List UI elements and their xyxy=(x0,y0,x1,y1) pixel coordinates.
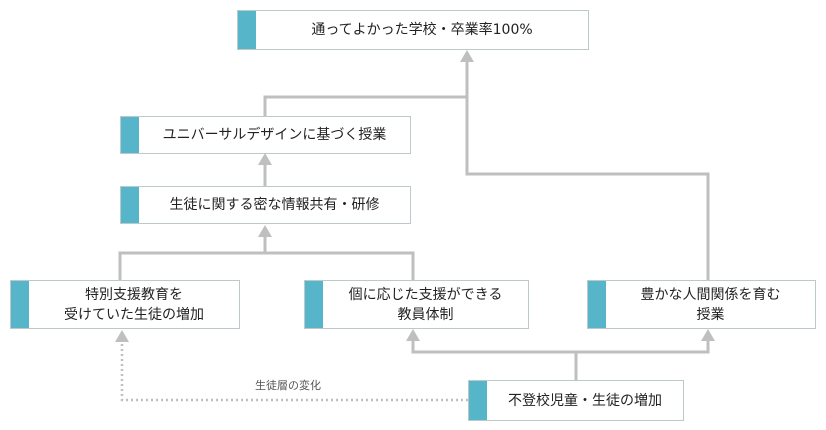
arrowhead-universal xyxy=(258,153,272,165)
connector-truancy-up xyxy=(411,338,710,380)
node-teacher-system-label: 個に応じた支援ができる 教員体制 xyxy=(348,286,503,323)
node-special-support-label: 特別支援教育を 受けていた生徒の増加 xyxy=(64,286,204,323)
node-goal-label: 通ってよかった学校・卒業率100% xyxy=(311,22,533,38)
node-accent xyxy=(121,187,139,223)
connector-lessons-to-top xyxy=(465,97,710,280)
node-accent xyxy=(588,281,606,328)
node-relationship-lessons: 豊かな人間関係を育む 授業 xyxy=(587,280,816,329)
arrowhead-lessons xyxy=(701,329,715,341)
connector-dotted-change xyxy=(120,340,468,402)
arrowhead-sharing xyxy=(258,225,272,237)
node-accent xyxy=(238,11,256,49)
connector-universal-to-top xyxy=(263,62,469,116)
node-teacher-system: 個に応じた支援ができる 教員体制 xyxy=(304,280,529,329)
connector-bottom-to-sharing xyxy=(118,235,415,280)
node-accent xyxy=(305,281,323,328)
node-info-sharing-label: 生徒に関する密な情報共有・研修 xyxy=(169,197,380,213)
node-universal-design: ユニバーサルデザインに基づく授業 xyxy=(120,116,411,154)
node-truancy-increase-label: 不登校児童・生徒の増加 xyxy=(508,392,662,409)
node-accent xyxy=(469,381,487,420)
node-accent xyxy=(121,117,139,153)
dotted-edge-label: 生徒層の変化 xyxy=(255,379,321,392)
node-universal-design-label: ユニバーサルデザインに基づく授業 xyxy=(162,127,387,143)
node-goal: 通ってよかった学校・卒業率100% xyxy=(237,10,589,50)
node-info-sharing: 生徒に関する密な情報共有・研修 xyxy=(120,186,411,224)
node-relationship-lessons-label: 豊かな人間関係を育む 授業 xyxy=(640,286,781,323)
arrowhead-special xyxy=(115,330,129,342)
arrowhead-teachers xyxy=(406,329,420,341)
node-truancy-increase: 不登校児童・生徒の増加 xyxy=(468,380,684,421)
node-special-support: 特別支援教育を 受けていた生徒の増加 xyxy=(10,280,240,329)
arrowhead-top xyxy=(460,50,474,62)
node-accent xyxy=(11,281,29,328)
